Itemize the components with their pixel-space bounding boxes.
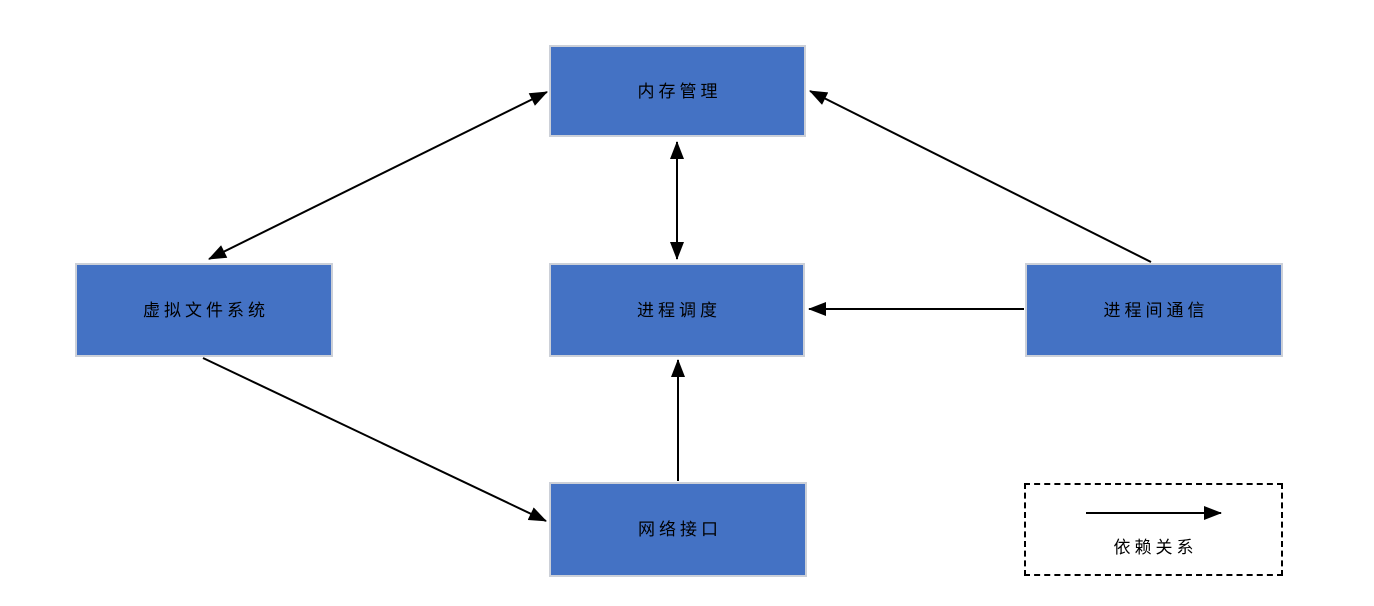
node-label: 内存管理	[637, 81, 722, 101]
edge-virtual-file-system-to-network-interface	[202, 357, 547, 522]
legend: 依赖关系	[1024, 483, 1283, 576]
edge-inter-process-communication-to-memory-management	[809, 90, 1152, 263]
node-label: 虚拟文件系统	[143, 300, 269, 320]
node-label: 网络接口	[638, 520, 722, 539]
node-process-scheduler: 进程调度	[549, 263, 805, 357]
dependency-arrow-icon	[1085, 506, 1222, 520]
node-network-interface: 网络接口	[549, 482, 807, 577]
node-inter-process-communication: 进程间通信	[1025, 263, 1283, 357]
edge-virtual-file-system-to-memory-management	[208, 91, 548, 260]
node-label: 进程间通信	[1103, 300, 1209, 320]
node-memory-management: 内存管理	[549, 45, 806, 137]
node-label: 进程调度	[637, 300, 721, 320]
legend-label: 依赖关系	[1113, 538, 1198, 557]
node-virtual-file-system: 虚拟文件系统	[75, 263, 333, 357]
